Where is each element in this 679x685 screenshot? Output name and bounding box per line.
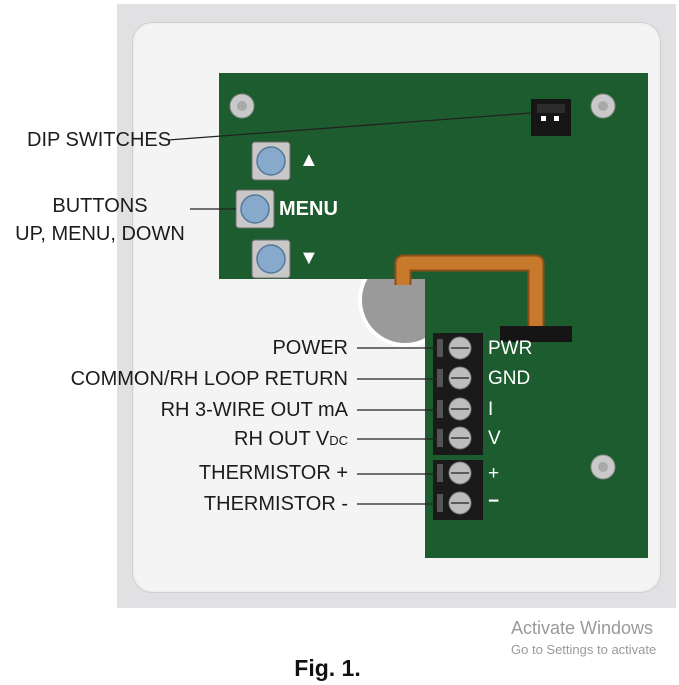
power-label: POWER: [272, 337, 348, 359]
leader-lines: [167, 112, 532, 505]
rh-out-vdc-label: RH OUT VDC: [234, 428, 348, 452]
terminal-screw-minus-icon: [437, 491, 472, 515]
ribbon-connector: [500, 326, 572, 342]
rh-out-vdc-subscript: DC: [329, 433, 348, 448]
terminal-screw-v-icon: [437, 426, 472, 450]
rh-3wire-label: RH 3-WIRE OUT mA: [160, 399, 348, 421]
down-arrow-icon: ▼: [299, 247, 319, 269]
buttons-label-line1: BUTTONS: [52, 195, 148, 217]
screw-top-left-icon: [229, 93, 255, 119]
terminal-label-minus: −: [488, 491, 500, 512]
rh-out-vdc-text: RH OUT V: [234, 428, 330, 450]
terminal-screws: [437, 336, 472, 515]
terminal-label-pwr: PWR: [488, 338, 533, 359]
activate-windows-subtitle: Go to Settings to activate: [511, 642, 657, 657]
screw-bottom-right-icon: [590, 454, 616, 480]
menu-button-icon: [235, 189, 275, 229]
buttons-label: BUTTONS UP, MENU, DOWN: [10, 192, 190, 248]
thermistor-plus-label: THERMISTOR +: [198, 462, 348, 484]
terminal-screw-gnd-icon: [437, 366, 472, 390]
up-arrow-icon: ▲: [299, 149, 319, 171]
dip-switch-icon: [531, 99, 571, 136]
terminal-screw-plus-icon: [437, 461, 472, 485]
buttons-label-line2: UP, MENU, DOWN: [15, 223, 185, 245]
common-return-label: COMMON/RH LOOP RETURN: [70, 368, 348, 390]
thermistor-minus-label: THERMISTOR -: [203, 493, 348, 515]
screw-top-right-icon: [590, 93, 616, 119]
terminal-screw-pwr-icon: [437, 336, 472, 360]
down-button-icon: [251, 239, 291, 279]
terminal-label-plus: +: [488, 463, 500, 484]
up-button-icon: [251, 141, 291, 181]
menu-label: MENU: [279, 198, 338, 220]
dip-switches-label: DIP SWITCHES: [27, 129, 172, 151]
terminal-label-v: V: [488, 428, 501, 449]
figure-caption: Fig. 1.: [294, 655, 361, 681]
terminal-label-i: I: [488, 399, 494, 420]
terminal-label-gnd: GND: [488, 368, 531, 389]
terminal-screw-i-icon: [437, 397, 472, 421]
activate-windows-title: Activate Windows: [511, 618, 654, 638]
